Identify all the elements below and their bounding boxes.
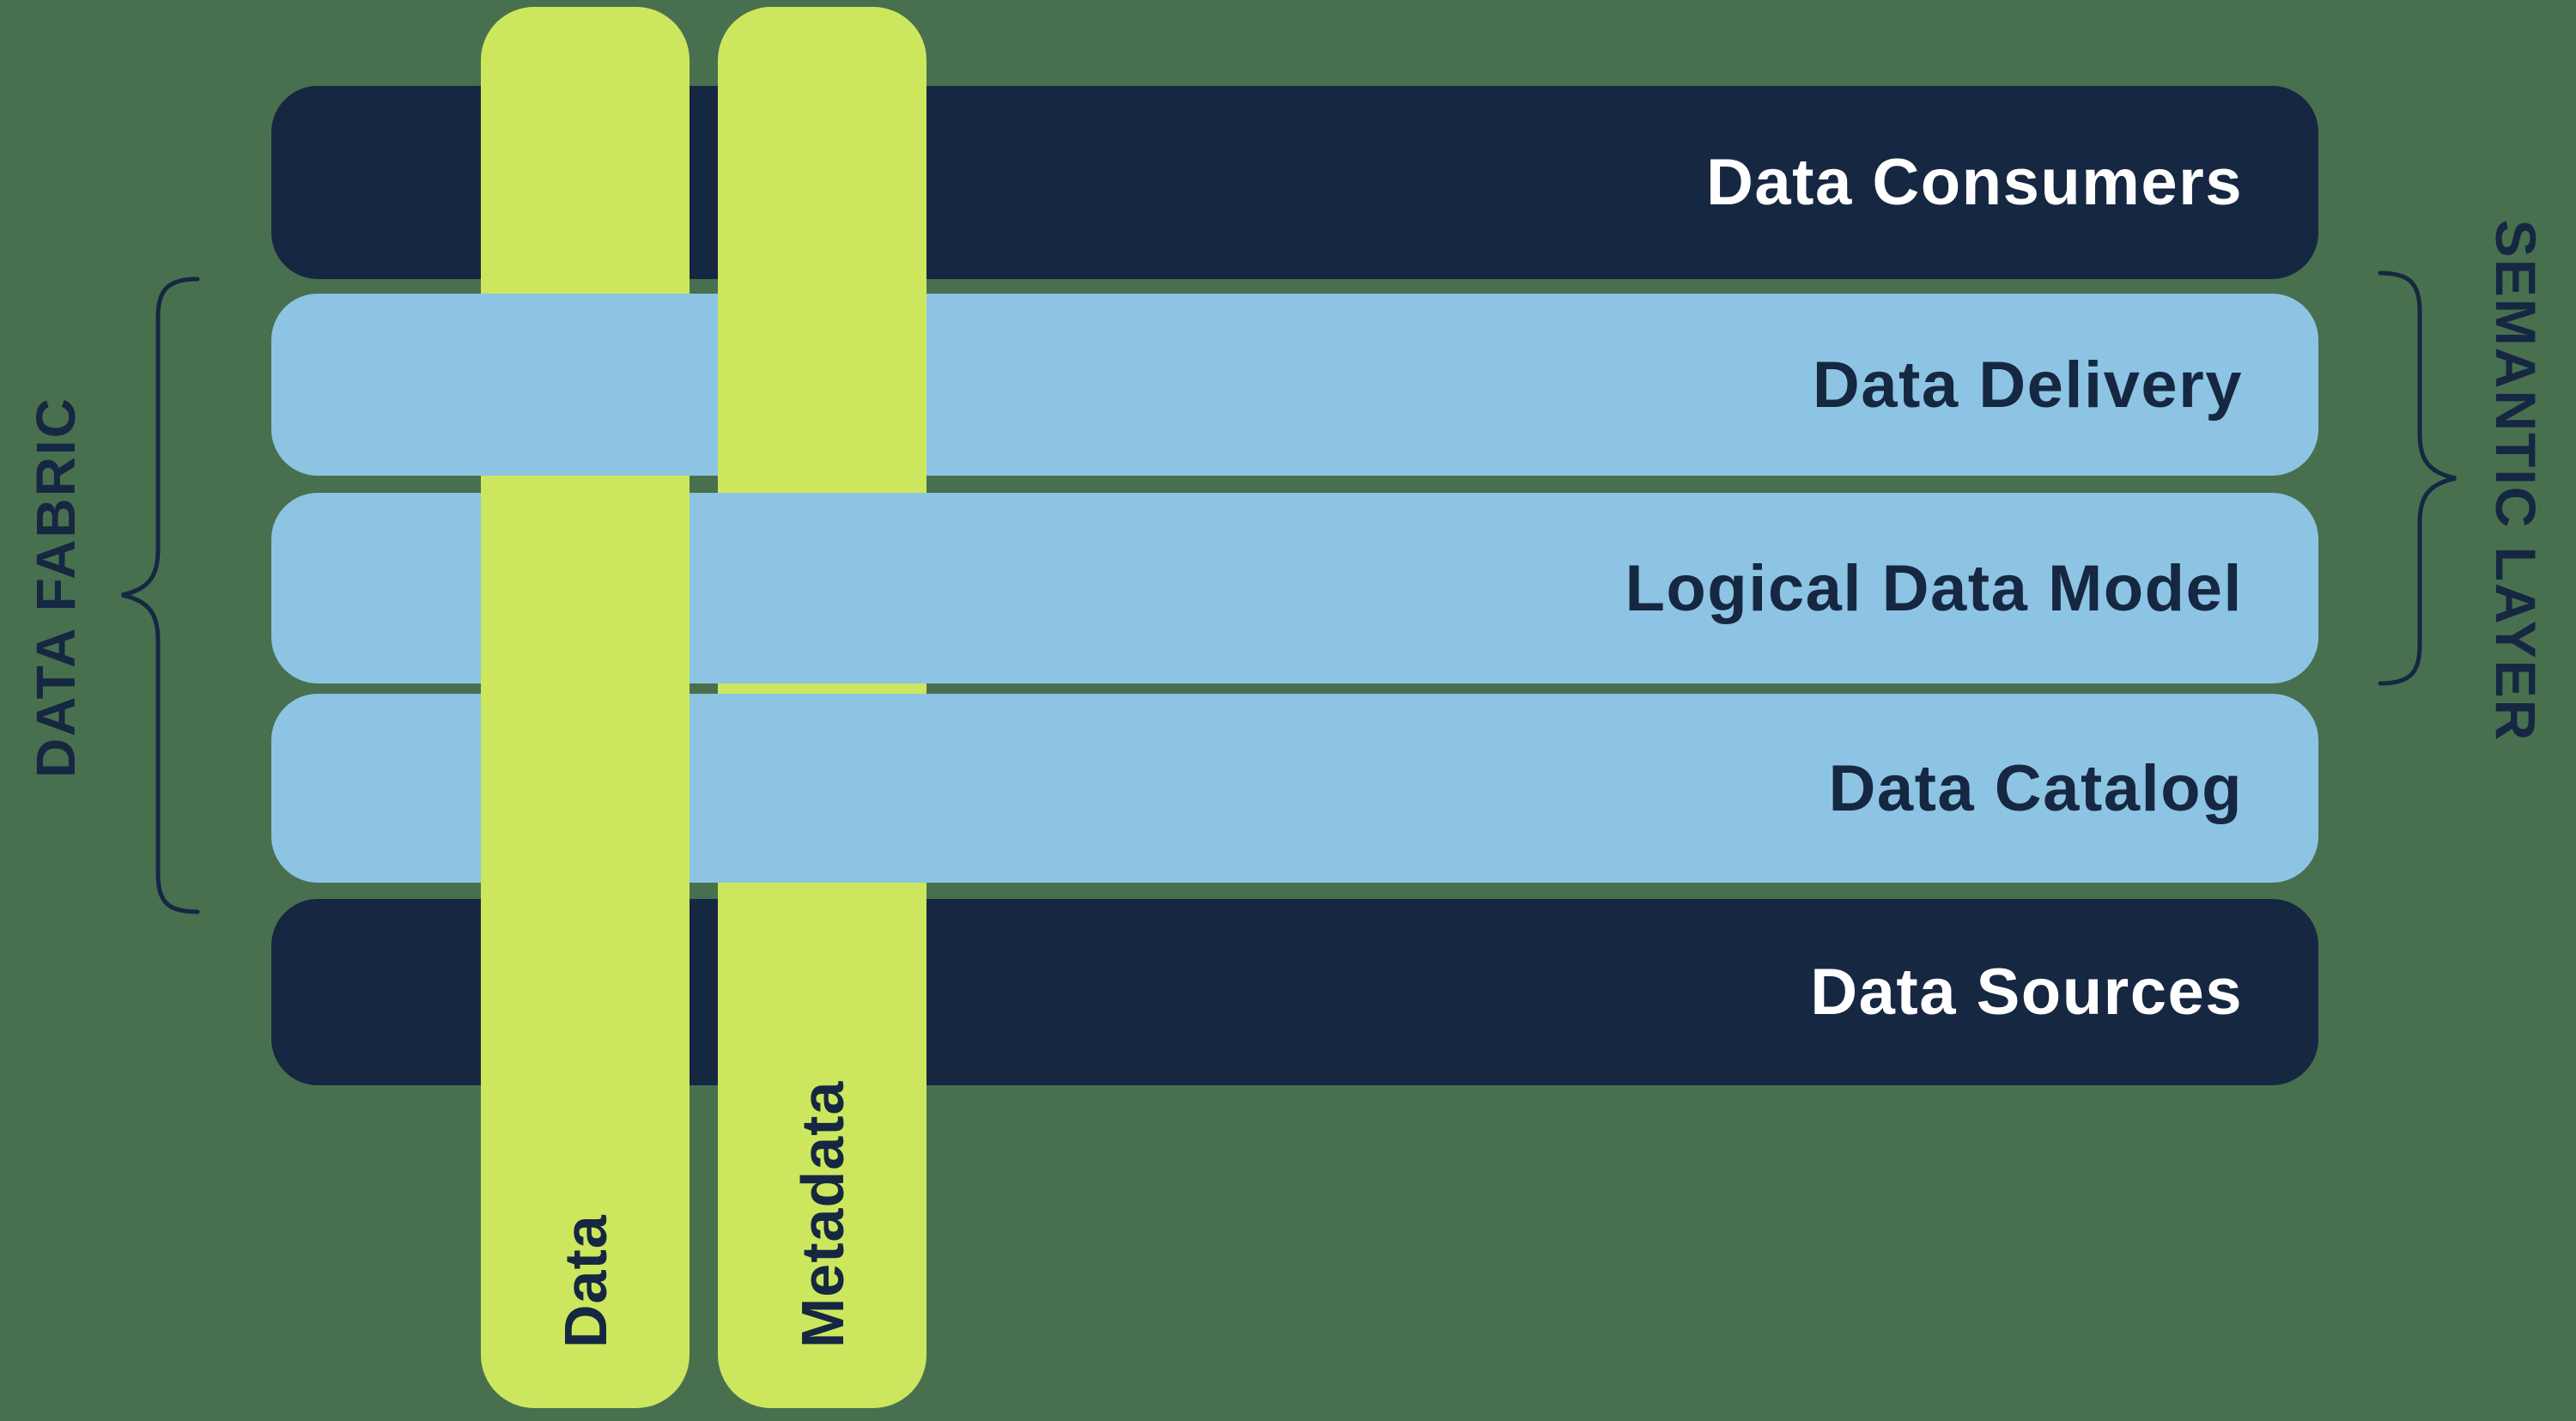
semantic-layer-side-label: SEMANTIC LAYER <box>2484 219 2548 743</box>
row-data-delivery: Data Delivery <box>271 294 2318 476</box>
vertical-bar-data-label: Data <box>551 1214 619 1348</box>
row-data-sources-label: Data Sources <box>1810 956 2243 1029</box>
data-fabric-side-label: DATA FABRIC <box>25 397 87 778</box>
weave-patch-data-over-blue-rows <box>481 493 690 883</box>
row-logical-data-model-label: Logical Data Model <box>1625 551 2243 625</box>
right-brace-icon <box>2378 270 2457 686</box>
row-data-catalog-label: Data Catalog <box>1828 751 2243 825</box>
left-brace-icon <box>121 276 200 914</box>
weave-patch-metadata-over-data-delivery <box>718 294 927 476</box>
row-data-delivery-label: Data Delivery <box>1812 348 2243 422</box>
row-data-consumers-label: Data Consumers <box>1706 146 2243 219</box>
vertical-bar-metadata-label: Metadata <box>788 1080 856 1348</box>
